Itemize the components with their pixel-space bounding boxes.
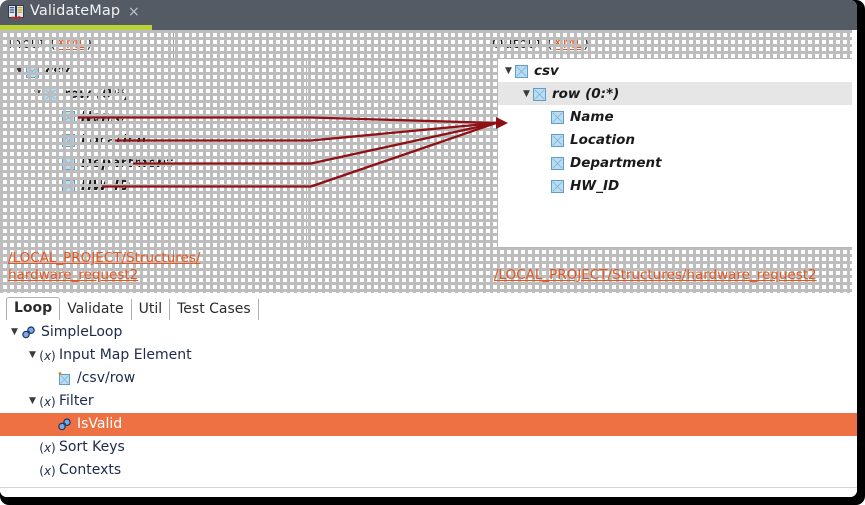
output-tree-node-label: csv: [534, 63, 559, 79]
loop-tree-row[interactable]: ▼ SimpleLoop: [0, 321, 857, 344]
bottom-status-strip: [0, 487, 857, 497]
output-tree-node-label: row (0:*): [552, 86, 620, 102]
map-element-icon: [57, 371, 72, 386]
element-icon: [515, 61, 528, 78]
mapping-editor-area: Input (XML) Output (XML) ▼csv▼row (0:*)N…: [0, 30, 857, 293]
element-icon: [551, 153, 564, 170]
output-tree-node-label: Location: [570, 132, 635, 148]
svg-text:(x): (x): [39, 395, 55, 409]
tab-validate[interactable]: Validate: [60, 299, 132, 320]
loop-tree-label: /csv/row: [77, 370, 136, 386]
loop-tree-label: Contexts: [59, 462, 122, 478]
output-tree-node-row[interactable]: Name: [498, 105, 856, 128]
loop-tree-row[interactable]: /csv/row: [0, 367, 857, 390]
title-bar: [0, 0, 857, 25]
window-content: ValidateMap × Input (XML) Output (XML) ▼…: [0, 0, 857, 497]
output-tree-node-row[interactable]: Department: [498, 151, 856, 174]
loop-detail-tree[interactable]: ▼SimpleLoop▼(x)Input Map Element/csv/row…: [0, 321, 857, 482]
input-path-line1: /LOCAL_PROJECT/Structures/: [8, 250, 201, 266]
link-icon: [21, 325, 36, 340]
chevron-down-icon[interactable]: ▼: [11, 327, 18, 337]
chevron-down-icon[interactable]: ▼: [29, 396, 36, 406]
loop-tree-row[interactable]: (x) Contexts: [0, 459, 857, 482]
tab-test-cases[interactable]: Test Cases: [170, 299, 259, 320]
close-icon[interactable]: ×: [128, 4, 140, 20]
output-tree-node-label: Department: [570, 155, 662, 171]
loop-tree-label: SimpleLoop: [41, 324, 123, 340]
tab-title[interactable]: ValidateMap: [30, 3, 121, 19]
function-icon: (x): [39, 348, 55, 363]
mapping-editor-icon: [8, 5, 24, 21]
loop-tree-label: Input Map Element: [59, 347, 192, 363]
element-icon: [551, 176, 564, 193]
element-icon: [551, 130, 564, 147]
tab-util[interactable]: Util: [132, 299, 171, 320]
output-structure-path[interactable]: /LOCAL_PROJECT/Structures/hardware_reque…: [494, 267, 817, 283]
link-icon: [57, 417, 72, 432]
function-icon: (x): [39, 463, 55, 478]
input-path-line2: hardware_request2: [8, 267, 139, 283]
function-icon: (x): [39, 440, 55, 455]
mapping-canvas[interactable]: [0, 30, 857, 293]
input-structure-path[interactable]: /LOCAL_PROJECT/Structures/ hardware_requ…: [8, 250, 298, 284]
output-tree-node-row[interactable]: HW_ID: [498, 174, 856, 197]
output-tree-node-label: HW_ID: [570, 178, 620, 194]
chevron-down-icon[interactable]: ▼: [505, 66, 512, 76]
loop-tree-row[interactable]: (x) Sort Keys: [0, 436, 857, 459]
svg-text:(x): (x): [39, 349, 55, 363]
loop-tree-label: IsValid: [77, 416, 123, 432]
output-tree-node-label: Name: [570, 109, 614, 125]
element-icon: [533, 84, 546, 101]
svg-text:(x): (x): [39, 441, 55, 455]
loop-tree-row[interactable]: ▼(x) Input Map Element: [0, 344, 857, 367]
svg-text:(x): (x): [39, 464, 55, 478]
editor-right-gutter: [852, 30, 857, 293]
loop-tree-row[interactable]: ▼(x) Filter: [0, 390, 857, 413]
chevron-down-icon[interactable]: ▼: [523, 89, 530, 99]
loop-tree-label: Sort Keys: [59, 439, 125, 455]
element-icon: [551, 107, 564, 124]
tab-loop[interactable]: Loop: [6, 297, 61, 320]
output-tree-node-row[interactable]: ▼ row (0:*): [498, 82, 856, 105]
active-tab-accent-bar: [0, 25, 152, 30]
chevron-down-icon[interactable]: ▼: [29, 350, 36, 360]
loop-tree-label: Filter: [59, 393, 94, 409]
loop-tree-row[interactable]: IsValid: [0, 413, 857, 436]
tab-strip-background: [0, 25, 857, 30]
output-tree-node-row[interactable]: ▼ csv: [498, 59, 856, 82]
function-icon: (x): [39, 394, 55, 409]
output-tree-node-row[interactable]: Location: [498, 128, 856, 151]
